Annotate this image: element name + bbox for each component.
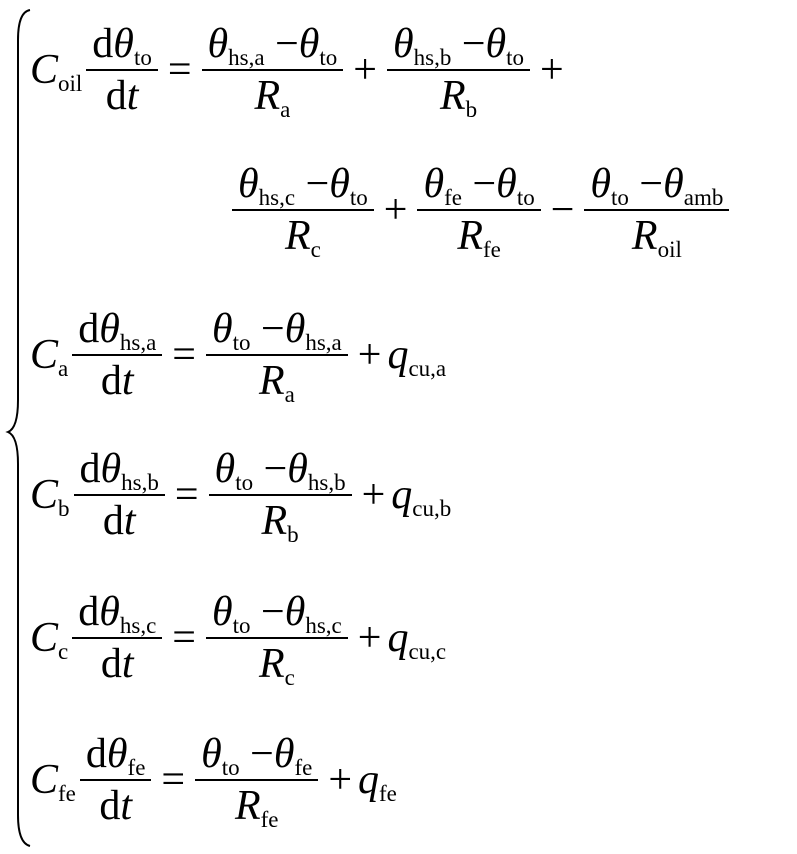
heat-source: qcu,c [387,615,447,665]
heat-source: qcu,b [391,472,452,522]
coef: Cb [30,472,70,522]
plus: + [383,187,408,233]
left-brace [5,9,31,847]
coef: Ca [30,332,69,382]
plus: + [357,615,382,661]
equals: = [172,615,196,661]
minus: − [550,187,575,233]
heat-source: qcu,a [387,332,447,382]
equals: = [172,332,196,378]
coef: Coil [30,47,83,97]
plus: + [540,47,564,93]
heat-source: qfe [358,757,397,807]
equals: = [167,47,192,93]
plus: + [353,47,377,93]
coef: Cfe [30,757,76,807]
plus: + [357,332,382,378]
plus: + [361,472,386,518]
equals: = [161,757,186,803]
coef: Cc [30,615,69,665]
equals: = [174,472,199,518]
plus: + [328,757,353,803]
